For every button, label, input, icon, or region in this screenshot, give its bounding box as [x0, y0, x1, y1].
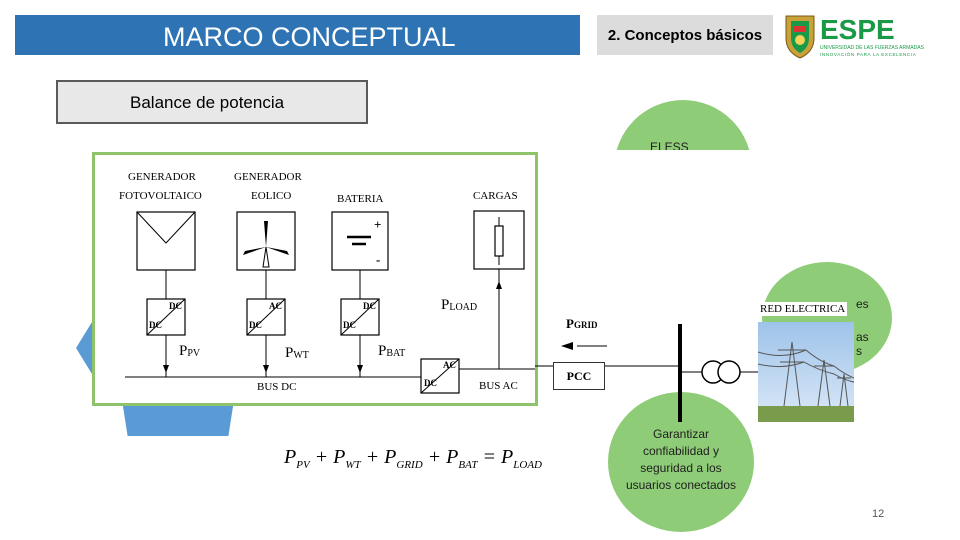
- conv-wind-top: AC: [269, 301, 282, 311]
- espe-logo: ESPE UNIVERSIDAD DE LAS FUERZAS ARMADAS …: [785, 14, 925, 59]
- section-label: 2. Conceptos básicos: [597, 15, 773, 55]
- grid-connection-lines: [535, 324, 763, 422]
- label-gen-wind-1: GENERADOR: [234, 171, 302, 183]
- converter-dc-dc-pv: [146, 298, 186, 336]
- logo-text: ESPE: [820, 14, 895, 45]
- page-number: 12: [872, 508, 885, 520]
- label-gen-wind-2: EOLICO: [251, 190, 292, 202]
- conv-pv-top: DC: [169, 301, 182, 311]
- power-balance-equation: PPV + PWT + PGRID + PBAT = PLOAD: [284, 446, 542, 471]
- image-cover: [600, 150, 770, 268]
- conv-inv-bottom: DC: [424, 378, 437, 388]
- converter-dc-ac-inverter: [420, 358, 460, 394]
- label-bus-ac: BUS AC: [479, 380, 518, 392]
- label-gen-pv-1: GENERADOR: [128, 171, 196, 183]
- wind-turbine-icon: [236, 211, 296, 271]
- conv-wind-bottom: DC: [249, 320, 262, 330]
- battery-icon: + -: [331, 211, 389, 271]
- label-p-load: PLOAD: [441, 297, 478, 313]
- logo-subtitle: UNIVERSIDAD DE LAS FUERZAS ARMADAS: [820, 45, 925, 51]
- slide-title: MARCO CONCEPTUAL: [163, 22, 456, 52]
- pv-panel-icon: [136, 211, 196, 271]
- subtitle-box: Balance de potencia: [56, 80, 368, 124]
- microgrid-diagram: + -: [92, 152, 538, 406]
- label-p-pv: PPV: [179, 343, 201, 359]
- label-p-wt: PWT: [285, 345, 309, 361]
- svg-text:+: +: [374, 217, 381, 232]
- circle-right-fragment-3: s: [856, 344, 862, 358]
- converter-ac-dc-wind: [246, 298, 286, 336]
- label-p-grid: PGRID: [566, 316, 598, 331]
- circle-bottom-text: Garantizar confiabilidad y seguridad a l…: [625, 427, 737, 492]
- label-red-electrica: RED ELECTRICA: [758, 302, 848, 316]
- label-bus-dc: BUS DC: [257, 381, 297, 393]
- circle-right-fragment-2: as: [856, 330, 869, 344]
- title-bar: [15, 15, 580, 55]
- diagram-lines: + -: [125, 210, 535, 394]
- shield-icon: [785, 15, 815, 59]
- label-gen-pv-2: FOTOVOLTAICO: [119, 190, 202, 202]
- load-icon: [473, 210, 525, 270]
- circle-right-fragment-1: es: [856, 297, 869, 311]
- conv-bat-bottom: DC: [343, 320, 356, 330]
- svg-text:-: -: [376, 252, 380, 267]
- label-battery: BATERIA: [337, 193, 384, 205]
- label-pcc: PCC: [553, 362, 605, 390]
- label-loads: CARGAS: [473, 190, 518, 202]
- logo-tagline: INNOVACIÓN PARA LA EXCELENCIA: [820, 51, 917, 57]
- label-p-bat: PBAT: [378, 343, 406, 359]
- conv-pv-bottom: DC: [149, 320, 162, 330]
- power-towers-image: [758, 322, 854, 422]
- blue-trapezoid-shape: [122, 400, 234, 436]
- converter-dc-dc-battery: [340, 298, 380, 336]
- conv-inv-top: AC: [443, 360, 456, 370]
- conv-bat-top: DC: [363, 301, 376, 311]
- blue-arrow-shape: [76, 322, 92, 374]
